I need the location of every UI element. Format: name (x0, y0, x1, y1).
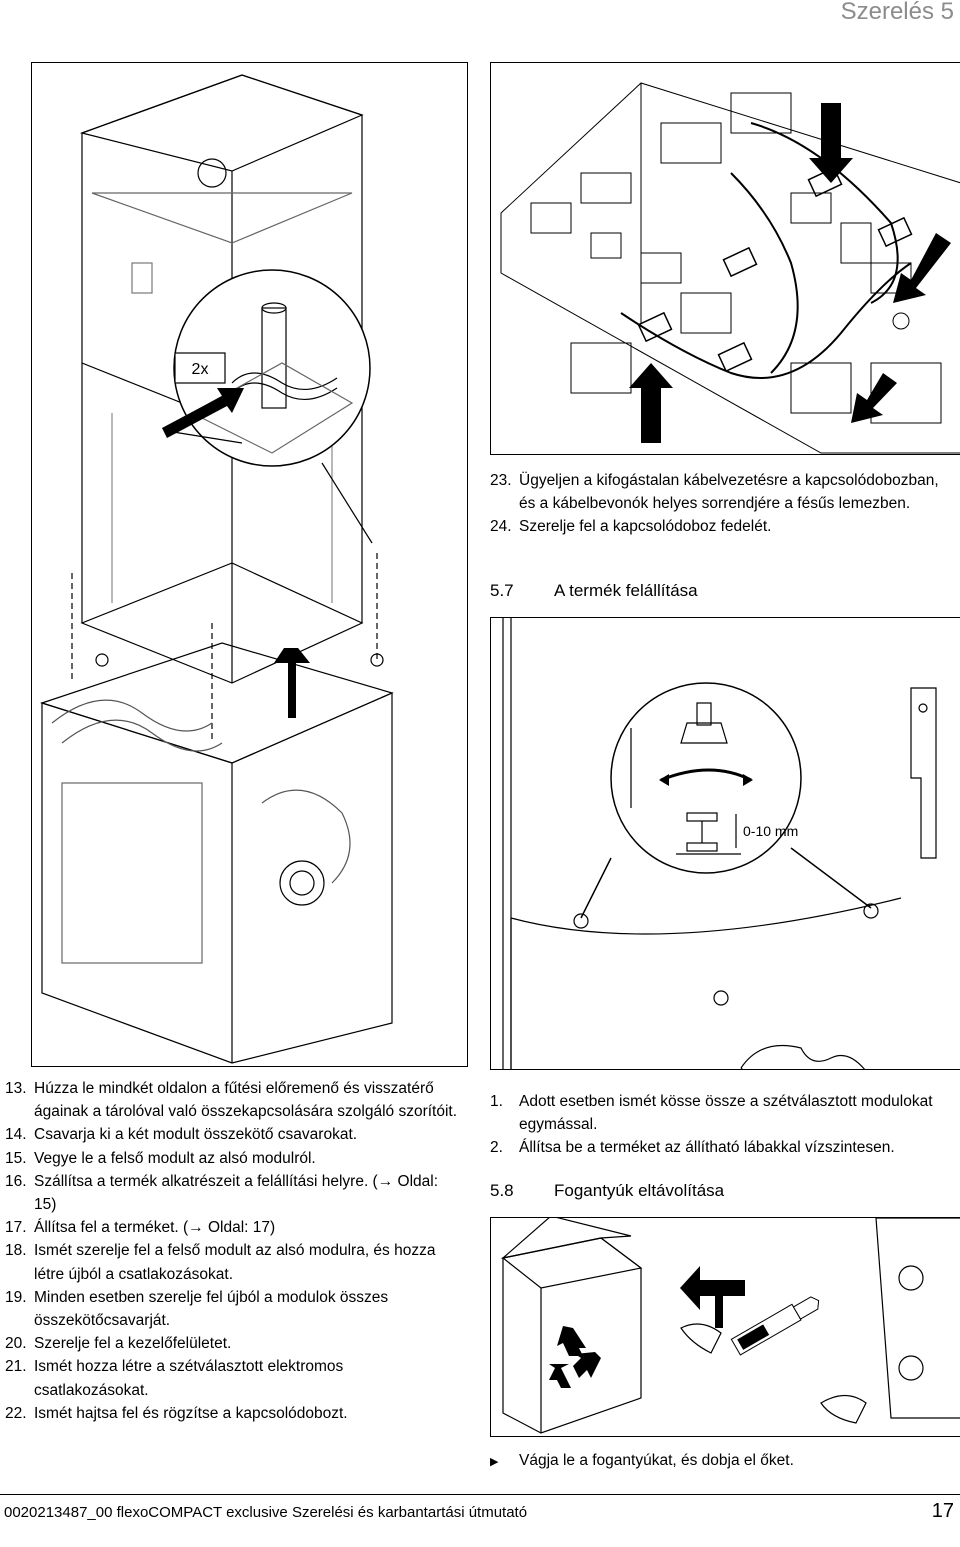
step-text: Ismét hozza létre a szétválasztott elekt… (34, 1358, 344, 1399)
step-text: Ismét hajtsa fel és rögzítse a kapcsolód… (34, 1404, 348, 1422)
recycle-icon (549, 1326, 601, 1388)
step-21: 21. Ismét hozza létre a szétválasztott el… (5, 1355, 460, 1401)
step-22: 22. Ismét hajtsa fel és rögzítse a kapcso… (5, 1402, 460, 1425)
step-14: 14. Csavarja ki a két modult összekötő cs… (5, 1123, 460, 1146)
step-text: Állítsa be a terméket az állítható lábak… (519, 1139, 895, 1157)
step-number: 24. (490, 518, 512, 536)
steps-23-24: 23. Ügyeljen a kifogástalan kábelvezetés… (490, 469, 950, 539)
page-header-title: Szerelés 5 (840, 0, 954, 25)
module-illustration: 2x (40, 74, 394, 1064)
callout-0-10-mm: 0-10 mm (743, 823, 798, 839)
step-text: Szállítsa a termék alkatrészeit a feláll… (34, 1172, 439, 1214)
final-step-row: ▶ Vágja le a fogantyúkat, és dobja el ők… (490, 1449, 950, 1474)
section-number: 5.8 (490, 1181, 514, 1200)
step-text: Ügyeljen a kifogástalan kábelvezetésre a… (519, 472, 939, 513)
section-heading-5-7: 5.7 A termék felállítása (490, 581, 698, 601)
bullet-icon: ▶ (490, 1456, 499, 1468)
step-text: Minden esetben szerelje fel újból a modu… (34, 1288, 389, 1330)
step-20: 20. Szerelje fel a kezelőfelületet. (5, 1332, 460, 1355)
step-text: Vegye le a felső modult az alsó modulról… (34, 1149, 316, 1167)
section-heading-5-8: 5.8 Fogantyúk eltávolítása (490, 1181, 724, 1201)
step-number: 23. (490, 472, 512, 489)
step-13: 13. Húzza le mindkét oldalon a fűtési elő… (5, 1077, 460, 1123)
step-text: Szerelje fel a kapcsolódoboz fedelét. (519, 518, 772, 536)
step-2: 2. Állítsa be a terméket az állítható láb… (490, 1136, 950, 1159)
step-1: 1. Adott esetben ismét kösse össze a szét… (490, 1090, 950, 1136)
step-23: 23. Ügyeljen a kifogástalan kábelvezetés… (490, 469, 950, 515)
section-title: Fogantyúk eltávolítása (554, 1181, 725, 1200)
step-text: Csavarja ki a két modult összekötő csava… (34, 1126, 358, 1144)
section-number: 5.7 (490, 581, 514, 600)
step-text: Állítsa fel a terméket. (→ Oldal: 17) (34, 1219, 276, 1237)
callout-2x: 2x (192, 361, 209, 378)
step-text: Vágja le a fogantyúkat, és dobja el őket… (519, 1452, 794, 1469)
step-19: 19. Minden esetben szerelje fel újból a m… (5, 1286, 460, 1332)
step-text: Húzza le mindkét oldalon a fűtési előrem… (34, 1080, 458, 1121)
step-17: 17. Állítsa fel a terméket. (→ Oldal: 17) (5, 1216, 460, 1239)
step-text: Ismét szerelje fel a felső modult az als… (34, 1242, 436, 1283)
figure-module-separation: 2x (31, 62, 468, 1067)
footer-divider (0, 1494, 960, 1495)
step-number: 20. (5, 1335, 27, 1353)
step-text: Adott esetben ismét kösse össze a szétvá… (519, 1093, 933, 1134)
step-number: 19. (5, 1288, 27, 1306)
step-text: Szerelje fel a kezelőfelületet. (34, 1335, 232, 1353)
step-15: 15. Vegye le a felső modult az alsó modul… (5, 1147, 460, 1170)
footer-document-title: 0020213487_00 flexoCOMPACT exclusive Sze… (4, 1504, 528, 1521)
step-number: 14. (5, 1126, 27, 1144)
step-number: 13. (5, 1080, 27, 1097)
figure-handle-removal (490, 1217, 960, 1437)
section-title: A termék felállítása (554, 581, 698, 600)
page-number: 17 (931, 1500, 954, 1522)
final-step: ▶ Vágja le a fogantyúkat, és dobja el ők… (490, 1449, 950, 1474)
recycle-illustration (500, 1218, 960, 1434)
control-box-illustration (500, 82, 960, 454)
figure-control-box-cabling (490, 62, 960, 455)
step-number: 2. (490, 1139, 503, 1157)
step-number: 16. (5, 1172, 27, 1190)
figure-leveling-feet: 0-10 mm (490, 617, 960, 1070)
step-number: 18. (5, 1242, 27, 1260)
steps-13-22: 13. Húzza le mindkét oldalon a fűtési elő… (5, 1077, 460, 1425)
step-number: 15. (5, 1149, 27, 1167)
step-number: 22. (5, 1404, 27, 1422)
step-16: 16. Szállítsa a termék alkatrészeit a fel… (5, 1170, 460, 1216)
leveling-illustration: 0-10 mm (502, 618, 937, 1069)
steps-1-2: 1. Adott esetben ismét kösse össze a szét… (490, 1090, 950, 1160)
step-number: 1. (490, 1093, 503, 1110)
step-24: 24. Szerelje fel a kapcsolódoboz fedelét… (490, 515, 950, 538)
step-18: 18. Ismét szerelje fel a felső modult az … (5, 1239, 460, 1285)
step-number: 21. (5, 1358, 27, 1376)
step-number: 17. (5, 1219, 27, 1237)
